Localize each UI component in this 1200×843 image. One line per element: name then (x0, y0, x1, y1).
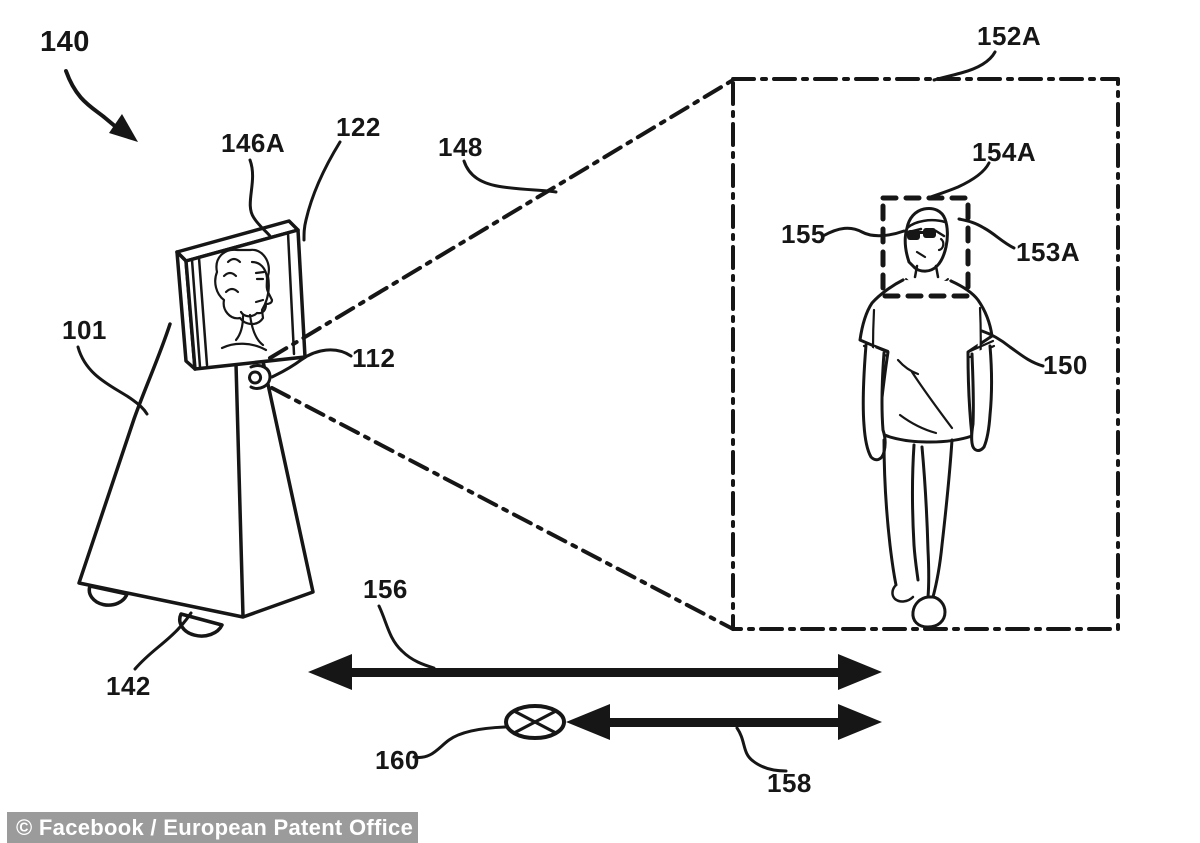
ref-label-152A: 152A (977, 21, 1042, 51)
leader-142 (133, 611, 193, 671)
person-figure (858, 207, 996, 629)
leader-158 (735, 726, 788, 773)
ref-label-153A: 153A (1016, 237, 1081, 267)
ref-label-140: 140 (40, 26, 90, 58)
leader-101 (76, 345, 149, 416)
leader-152A (932, 50, 997, 82)
distance-arrow-partial (566, 704, 882, 740)
ref-label-160: 160 (375, 745, 420, 775)
t-shirt (858, 278, 994, 444)
ref-label-155: 155 (781, 219, 826, 249)
ref-label-156: 156 (363, 574, 408, 604)
assembly-pointer-arrow (64, 69, 138, 142)
leader-112 (270, 348, 353, 379)
camera-lens-icon (248, 364, 272, 390)
label-leader-lines (76, 50, 1045, 773)
leader-160 (412, 725, 507, 759)
ref-label-101: 101 (62, 315, 107, 345)
leader-122 (302, 140, 342, 242)
distance-arrow-full (308, 654, 882, 690)
woman-face-sketch (214, 248, 274, 352)
fov-line-lower (270, 386, 735, 631)
leader-150 (980, 329, 1045, 368)
leader-155 (821, 226, 906, 238)
fov-line-upper (268, 78, 735, 360)
ref-label-148: 148 (438, 132, 483, 162)
leader-148 (462, 159, 558, 194)
ref-label-142: 142 (106, 671, 151, 701)
ref-label-154A: 154A (972, 137, 1037, 167)
leader-156 (377, 604, 436, 670)
field-of-view-lines (268, 78, 735, 631)
wheel (178, 612, 224, 638)
crossed-circle-marker (504, 704, 566, 740)
shoe (911, 595, 947, 629)
captured-image-frame (731, 77, 1120, 631)
leader-153A (957, 217, 1016, 250)
glasses-icon (907, 228, 936, 240)
leader-146A (248, 158, 272, 238)
watermark: © Facebook / European Patent Office (7, 812, 418, 843)
ref-label-122: 122 (336, 112, 381, 142)
ref-label-146A: 146A (221, 128, 286, 158)
robot-device (77, 219, 315, 638)
wheel (87, 584, 129, 607)
ref-label-112: 112 (352, 343, 396, 373)
ref-label-158: 158 (767, 768, 812, 798)
shoe (891, 583, 915, 603)
leader-154A (926, 161, 991, 200)
ref-label-150: 150 (1043, 350, 1088, 380)
